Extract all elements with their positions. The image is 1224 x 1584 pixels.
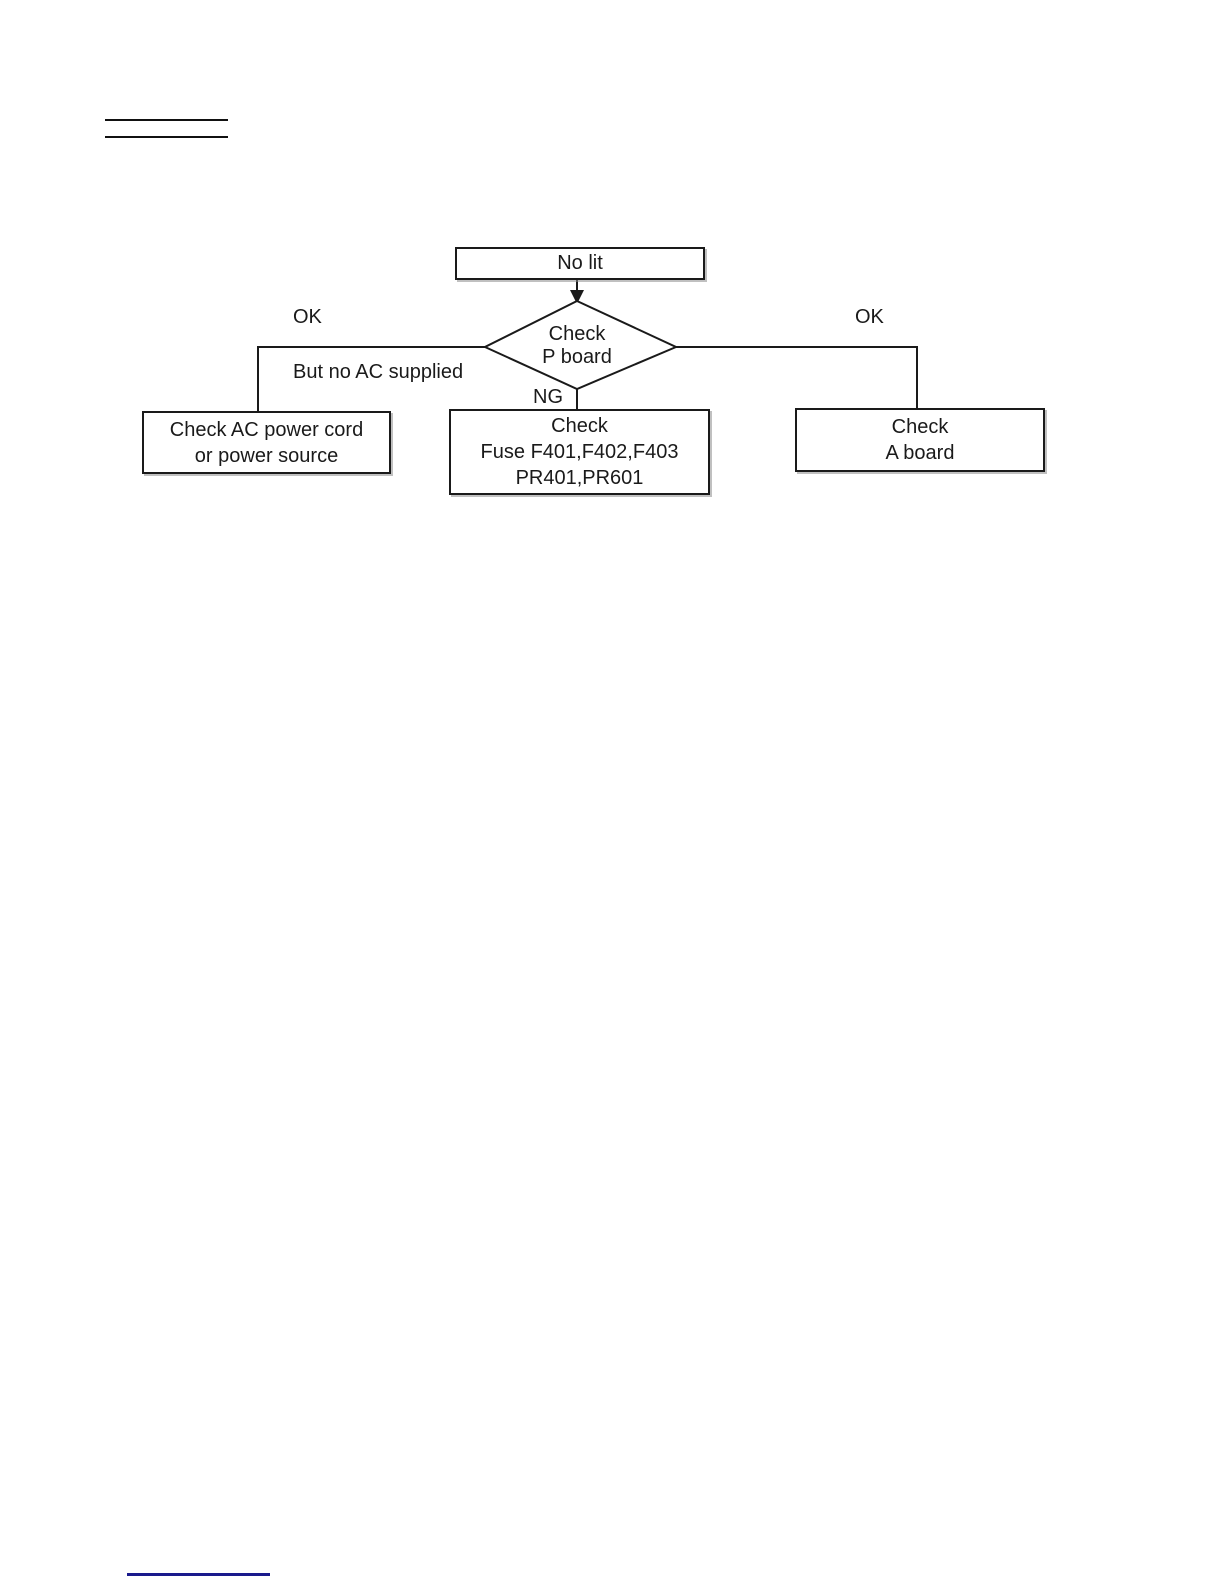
- check-a-board-line2: A board: [885, 442, 955, 464]
- check-ac-power-line1: Check AC power cord: [169, 418, 364, 441]
- check-ac-power-line2: or power source: [194, 444, 339, 467]
- check-a-board-line1: Check: [891, 416, 949, 438]
- decision-label-line1: Check: [548, 323, 606, 345]
- edge-label-ng: NG: [533, 386, 563, 408]
- flow-node-start: No lit: [455, 247, 705, 280]
- connector-right-branch: [676, 346, 918, 409]
- decision-label-line2: P board: [542, 346, 612, 368]
- heading-underline-top: [105, 119, 228, 121]
- edge-label-ok-right: OK: [855, 306, 884, 328]
- arrowhead-down-icon: [570, 290, 584, 304]
- flow-node-check-a-board: Check A board: [795, 408, 1045, 472]
- flow-node-decision: Check P board: [477, 323, 677, 369]
- footer-navy-rule: [127, 1573, 270, 1576]
- flow-node-check-ac-power: Check AC power cord or power source: [142, 411, 391, 474]
- flow-node-start-label: No lit: [557, 252, 603, 274]
- flow-node-check-fuse: Check Fuse F401,F402,F403 PR401,PR601: [449, 409, 710, 495]
- check-fuse-line3: PR401,PR601: [515, 467, 644, 489]
- check-fuse-line2: Fuse F401,F402,F403: [480, 441, 679, 463]
- edge-label-but-no-ac-supplied: But no AC supplied: [293, 361, 464, 383]
- heading-underline-bottom: [105, 136, 228, 138]
- edge-label-ok-left: OK: [293, 306, 322, 328]
- check-fuse-line1: Check: [551, 415, 608, 437]
